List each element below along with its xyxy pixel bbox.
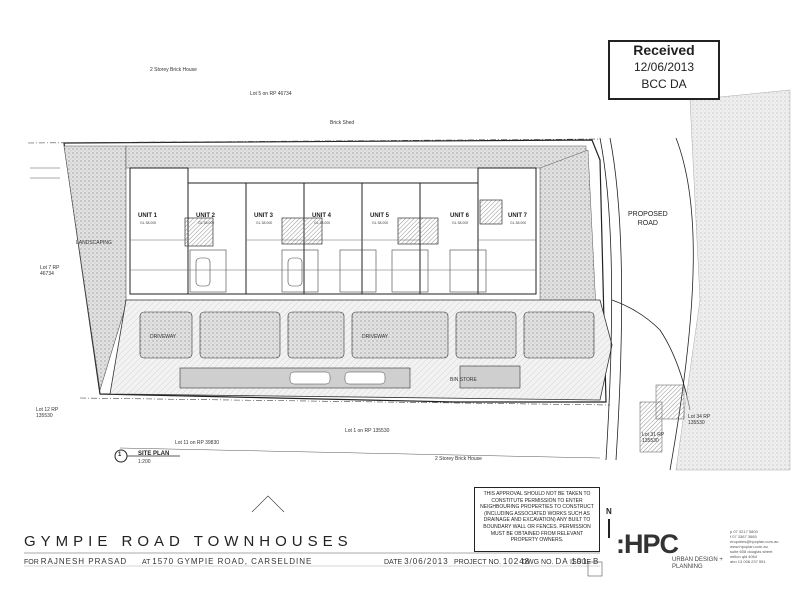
issue-value: B [592,557,600,566]
unit-2-area: GL 38.000 [198,221,215,225]
internal-walls [130,239,536,271]
contact-web: www.hpcplan.com.au [730,544,768,549]
date-label: DATE [384,559,403,566]
issue-row: ISSUE B [570,557,599,566]
label-brick-shed: Brick Shed [330,120,355,126]
project-title: GYMPIE ROAD TOWNHOUSES [24,533,353,550]
for-label: FOR [24,559,39,566]
received-stamp: Received 12/06/2013 BCC DA [608,40,720,100]
label-bottom-house: 2 Storey Brick House [435,456,482,462]
bottom-boundary-line [79,397,611,406]
unit-3-area: GL 38.000 [256,221,273,225]
stairs [184,199,503,247]
unit-5-label: UNIT 5 [370,213,390,219]
proposed-road-line1: PROPOSED [628,211,668,218]
site-plan-scale: 1:200 [138,459,151,465]
unit-1-label: UNIT 1 [138,213,158,219]
lot-34-hatch [655,384,685,420]
label-top-house: 2 Storey Brick House [150,67,197,73]
at-label: AT [142,559,151,566]
firm-contact: p 07 3217 5800 f 07 3367 3665 enquiries@… [730,529,779,564]
contact-suburb: milton qld 4064 [730,554,758,559]
unit-6-label: UNIT 6 [450,213,470,219]
stamp-bcc: BCC DA [641,77,687,91]
project-number: 10248 [502,557,531,566]
unit-1-area: GL 38.000 [140,221,157,225]
issue-label: ISSUE [570,559,592,566]
hpc-logo-mark: :HPC [616,529,679,559]
label-driveway-1: DRIVEWAY [150,334,177,340]
label-driveway-2: DRIVEWAY [362,334,389,340]
firm-tagline: URBAN DESIGN + PLANNING [672,557,723,571]
issue-box [587,561,603,577]
label-lot34: Lot 34 RP 135530 [688,414,711,426]
firm-logo: :HPC URBAN DESIGN + PLANNING p 07 3217 5… [616,527,796,572]
dwg-number: DA 101 [555,557,588,566]
label-landscaping: LANDSCAPING [76,240,112,246]
unit-5-area: GL 38.000 [372,221,389,225]
label-bin-store: BIN STORE [450,377,477,383]
unit-2-label: UNIT 2 [196,213,216,219]
label-lot-left: Lot 7 RP 46734 [40,265,60,277]
date-value: 3/06/2013 [404,557,449,566]
unit-7-label: UNIT 7 [508,213,528,219]
unit-6-area: GL 38.000 [452,221,469,225]
landscape-right [539,149,597,311]
contact-abn: abn 13 008 237 551 [730,559,766,564]
client-name: RAJNESH PRASAD [40,557,128,566]
project-row: PROJECT NO. 10248 [454,557,530,566]
site-address: 1570 GYMPIE ROAD, CARSELDINE [152,557,313,566]
project-label: PROJECT NO. [454,559,501,566]
unit-3-label: UNIT 3 [254,213,274,219]
address-row: AT 1570 GYMPIE ROAD, CARSELDINE [142,557,312,566]
courtyards [139,311,595,359]
garages [189,249,487,293]
site-plan-label: SITE PLAN [138,451,170,457]
parking-cars [289,371,386,385]
proposed-road-label: PROPOSED ROAD [628,210,668,228]
contact-fax: f 07 3367 3665 [730,534,757,539]
site-plan-number: 1 [118,452,122,458]
dwg-row: DWG NO. DA 101 [522,557,588,566]
contact-phone: p 07 3217 5800 [730,529,758,534]
lot-right [675,89,791,471]
contact-street: suite 608 douglas street [730,549,773,554]
proposed-road-line2: ROAD [637,220,658,227]
client-row: FOR RAJNESH PRASAD [24,557,127,566]
firm-tagline-2: PLANNING [672,564,703,570]
dwg-label: DWG NO. [522,559,554,566]
stamp-received: Received [633,42,695,58]
unit-7-area: GL 38.000 [510,221,527,225]
firm-tagline-1: URBAN DESIGN + [672,557,723,563]
landscape-top [125,145,587,169]
roof-sketch [251,495,285,513]
date-row: DATE 3/06/2013 [384,557,449,566]
bottom-lot-line [119,447,601,459]
top-boundary-line [27,138,601,144]
unit-4-area: GL 38.000 [314,221,331,225]
label-lot1: Lot 1 on RP 135530 [345,428,390,434]
contact-email: enquiries@hpcplan.com.au [730,539,779,544]
site-boundary [63,139,607,403]
label-lot31: Lot 31 RP 135530 [642,432,665,444]
north-label: N [606,507,612,516]
unit-4-label: UNIT 4 [312,213,332,219]
label-lot11: Lot 11 on RP 39830 [175,440,220,446]
label-lot-top: Lot 5 on RP 46734 [250,91,292,97]
stamp-date: 12/06/2013 [633,60,695,74]
label-lot12: Lot 12 RP 135530 [36,407,59,419]
approval-note: This approval should not be taken to con… [474,487,600,552]
